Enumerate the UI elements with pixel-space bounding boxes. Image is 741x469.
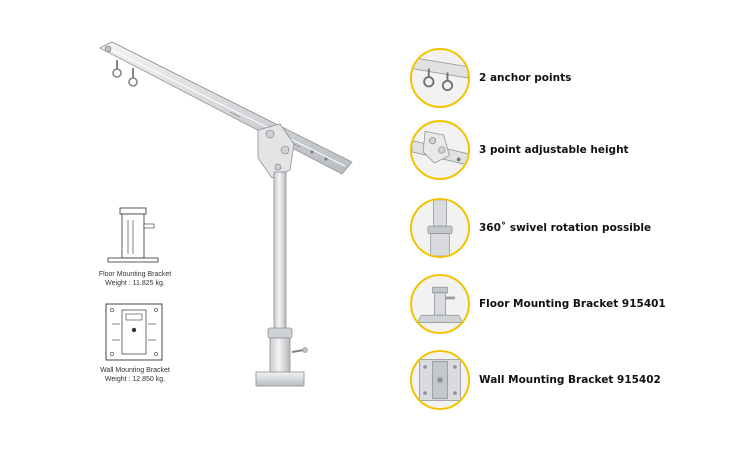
- wall-bracket-weight: Weight : 12.850 kg.: [104, 376, 166, 383]
- swivel-rotation-icon: [410, 198, 470, 258]
- feature-label: 3 point adjustable height: [479, 144, 629, 156]
- floor-bracket-title: Floor Mounting Bracket: [98, 271, 172, 278]
- floor-bracket-weight: Weight : 11.825 kg.: [105, 280, 165, 287]
- feature-row-wall-bracket: Wall Mounting Bracket 915402: [410, 348, 730, 412]
- feature-row-anchor-points: 2 anchor points: [410, 46, 730, 110]
- anchor-points-icon: [410, 48, 470, 108]
- boom-arm: [99, 41, 353, 175]
- adjustable-height-icon: [410, 120, 470, 180]
- floor-bracket-caption: Floor Mounting Bracket Weight : 11.825 k…: [80, 270, 190, 288]
- anchor-rings: [112, 60, 138, 87]
- base-sleeve: [255, 327, 308, 387]
- wall-bracket-icon: [410, 350, 470, 410]
- pivot-bracket: [257, 123, 295, 179]
- davit-arm-illustration: [99, 41, 353, 387]
- feature-label: Wall Mounting Bracket 915402: [479, 374, 661, 386]
- feature-row-floor-bracket: Floor Mounting Bracket 915401: [410, 272, 730, 336]
- feature-label: 360˚ swivel rotation possible: [479, 222, 652, 234]
- wall-bracket-caption: Wall Mounting Bracket Weight : 12.850 kg…: [80, 366, 190, 384]
- floor-bracket-drawing: [107, 207, 159, 263]
- feature-label: 2 anchor points: [479, 72, 572, 84]
- wall-bracket-drawing: [105, 303, 163, 361]
- feature-label: Floor Mounting Bracket 915401: [479, 298, 666, 310]
- floor-bracket-icon: [410, 274, 470, 334]
- feature-row-adjustable-height: 3 point adjustable height: [410, 118, 730, 182]
- feature-row-swivel-rotation: 360˚ swivel rotation possible: [410, 196, 730, 260]
- mast: [273, 171, 287, 333]
- wall-bracket-title: Wall Mounting Bracket: [100, 367, 170, 374]
